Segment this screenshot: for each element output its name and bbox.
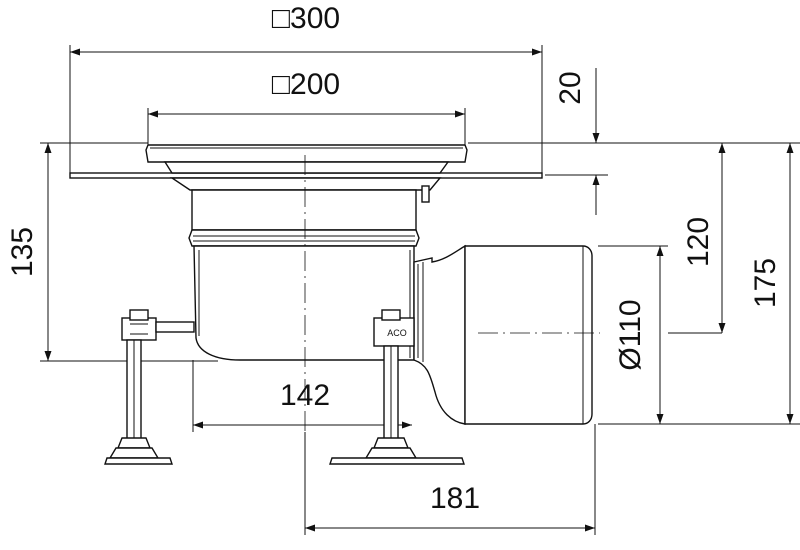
- sealing-flange: [69, 172, 543, 179]
- dimension-grate-width: □200: [147, 68, 466, 145]
- frame-lower: [163, 161, 450, 174]
- brand-mark: ACO: [387, 328, 407, 338]
- grate-frame: [145, 144, 468, 163]
- left-leveling-foot: [104, 309, 195, 465]
- drain-body: [69, 144, 600, 440]
- body-collar: [188, 229, 420, 247]
- height-left-label: 135: [6, 227, 39, 277]
- dimension-outlet-length: 181: [304, 424, 596, 535]
- right-foot-plate: [329, 457, 465, 465]
- dimension-top-width: □300: [69, 2, 543, 175]
- top-width-label: □300: [272, 2, 340, 35]
- outlet-length-label: 181: [430, 482, 480, 515]
- dimension-frame-height: 20: [554, 68, 600, 215]
- lower-body: [193, 245, 415, 361]
- frame-height-label: 20: [554, 71, 587, 104]
- outlet-axis-height-label: 120: [682, 217, 715, 267]
- dimension-height-right: 175: [749, 143, 794, 424]
- right-leveling-foot: ACO: [329, 309, 465, 465]
- dimension-outlet-diameter: Ø110: [614, 246, 664, 424]
- height-right-label: 175: [749, 258, 782, 308]
- dimension-base-width: 142: [192, 360, 412, 432]
- extension-lines: [40, 142, 800, 425]
- dimension-height-left: 135: [6, 143, 52, 361]
- dimension-outlet-axis-height: 120: [682, 143, 726, 333]
- left-foot-plate: [104, 457, 173, 465]
- grate-width-label: □200: [272, 68, 340, 101]
- frame-lug: [421, 185, 430, 203]
- outlet-diameter-label: Ø110: [614, 299, 647, 370]
- outlet-transition: [413, 244, 466, 425]
- outlet-pipe: [464, 245, 593, 425]
- upper-body: [191, 189, 417, 231]
